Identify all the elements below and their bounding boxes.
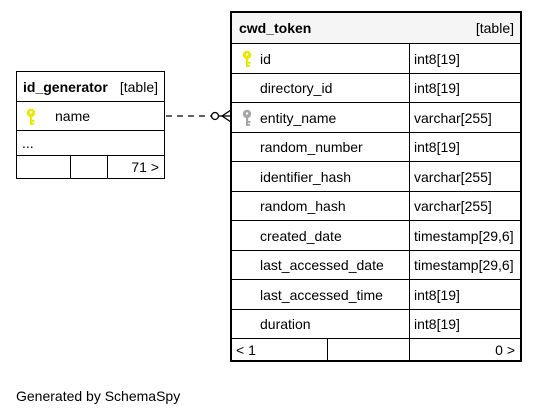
column-type: int8[19] — [414, 80, 460, 96]
column-name: directory_id — [260, 80, 333, 96]
column-name: created_date — [260, 227, 342, 244]
column-row-directory-id[interactable]: directory_id int8[19] — [232, 74, 520, 102]
child-count[interactable]: 71 > — [131, 159, 159, 175]
table-title[interactable]: cwd_token — [239, 20, 312, 36]
generated-by-footer: Generated by SchemaSpy — [16, 388, 181, 404]
id-generator-table[interactable]: id_generator [table] name ... 71 > — [16, 71, 165, 179]
column-name: id — [260, 50, 271, 67]
primary-key-icon — [241, 50, 253, 73]
column-row-entity-name[interactable]: entity_name varchar[255] — [232, 103, 520, 132]
table-stats-row: 71 > — [17, 156, 164, 178]
column-name: random_number — [260, 139, 363, 155]
column-row-last-accessed-time[interactable]: last_accessed_time int8[19] — [232, 280, 520, 309]
column-row-random-number[interactable]: random_number int8[19] — [232, 133, 520, 161]
parent-count[interactable]: < 1 — [236, 341, 256, 358]
column-name: last_accessed_time — [260, 286, 383, 303]
foreign-key-icon — [241, 109, 253, 132]
table-title[interactable]: id_generator — [23, 78, 108, 95]
crows-foot-marker — [221, 109, 232, 117]
child-count: 0 > — [495, 341, 515, 358]
column-name: duration — [260, 316, 311, 332]
column-row-identifier-hash[interactable]: identifier_hash varchar[255] — [232, 162, 520, 191]
column-name: entity_name — [260, 109, 337, 126]
column-row-name[interactable]: name — [17, 102, 164, 130]
column-row-created-date[interactable]: created_date timestamp[29,6] — [232, 221, 520, 250]
column-name: last_accessed_date — [260, 257, 384, 273]
table-type-tag: [table] — [475, 20, 514, 36]
column-type: int8[19] — [414, 139, 460, 155]
column-type: int8[19] — [414, 50, 460, 67]
cwd-token-table[interactable]: cwd_token [table] id int8[19] directory_… — [230, 11, 522, 362]
column-type: varchar[255] — [414, 109, 492, 126]
table-stats-row: < 1 0 > — [232, 339, 520, 360]
column-type: varchar[255] — [414, 198, 492, 214]
table-header: cwd_token [table] — [232, 13, 520, 43]
primary-key-icon — [25, 108, 37, 131]
column-type: int8[19] — [414, 316, 460, 332]
column-name: identifier_hash — [260, 168, 352, 185]
column-type: timestamp[29,6] — [414, 257, 514, 273]
ellipsis-text: ... — [22, 135, 34, 151]
more-columns-ellipsis: ... — [17, 131, 164, 155]
table-type-tag: [table] — [119, 78, 158, 95]
column-row-duration[interactable]: duration int8[19] — [232, 310, 520, 338]
column-name: random_hash — [260, 198, 346, 214]
column-row-random-hash[interactable]: random_hash varchar[255] — [232, 192, 520, 220]
column-name: name — [55, 108, 91, 124]
zero-cardinality-marker — [210, 111, 220, 121]
column-row-id[interactable]: id int8[19] — [232, 44, 520, 73]
column-type: int8[19] — [414, 286, 460, 303]
column-type: varchar[255] — [414, 168, 492, 185]
column-type: timestamp[29,6] — [414, 227, 514, 244]
table-header: id_generator [table] — [17, 72, 164, 101]
column-row-last-accessed-date[interactable]: last_accessed_date timestamp[29,6] — [232, 251, 520, 279]
